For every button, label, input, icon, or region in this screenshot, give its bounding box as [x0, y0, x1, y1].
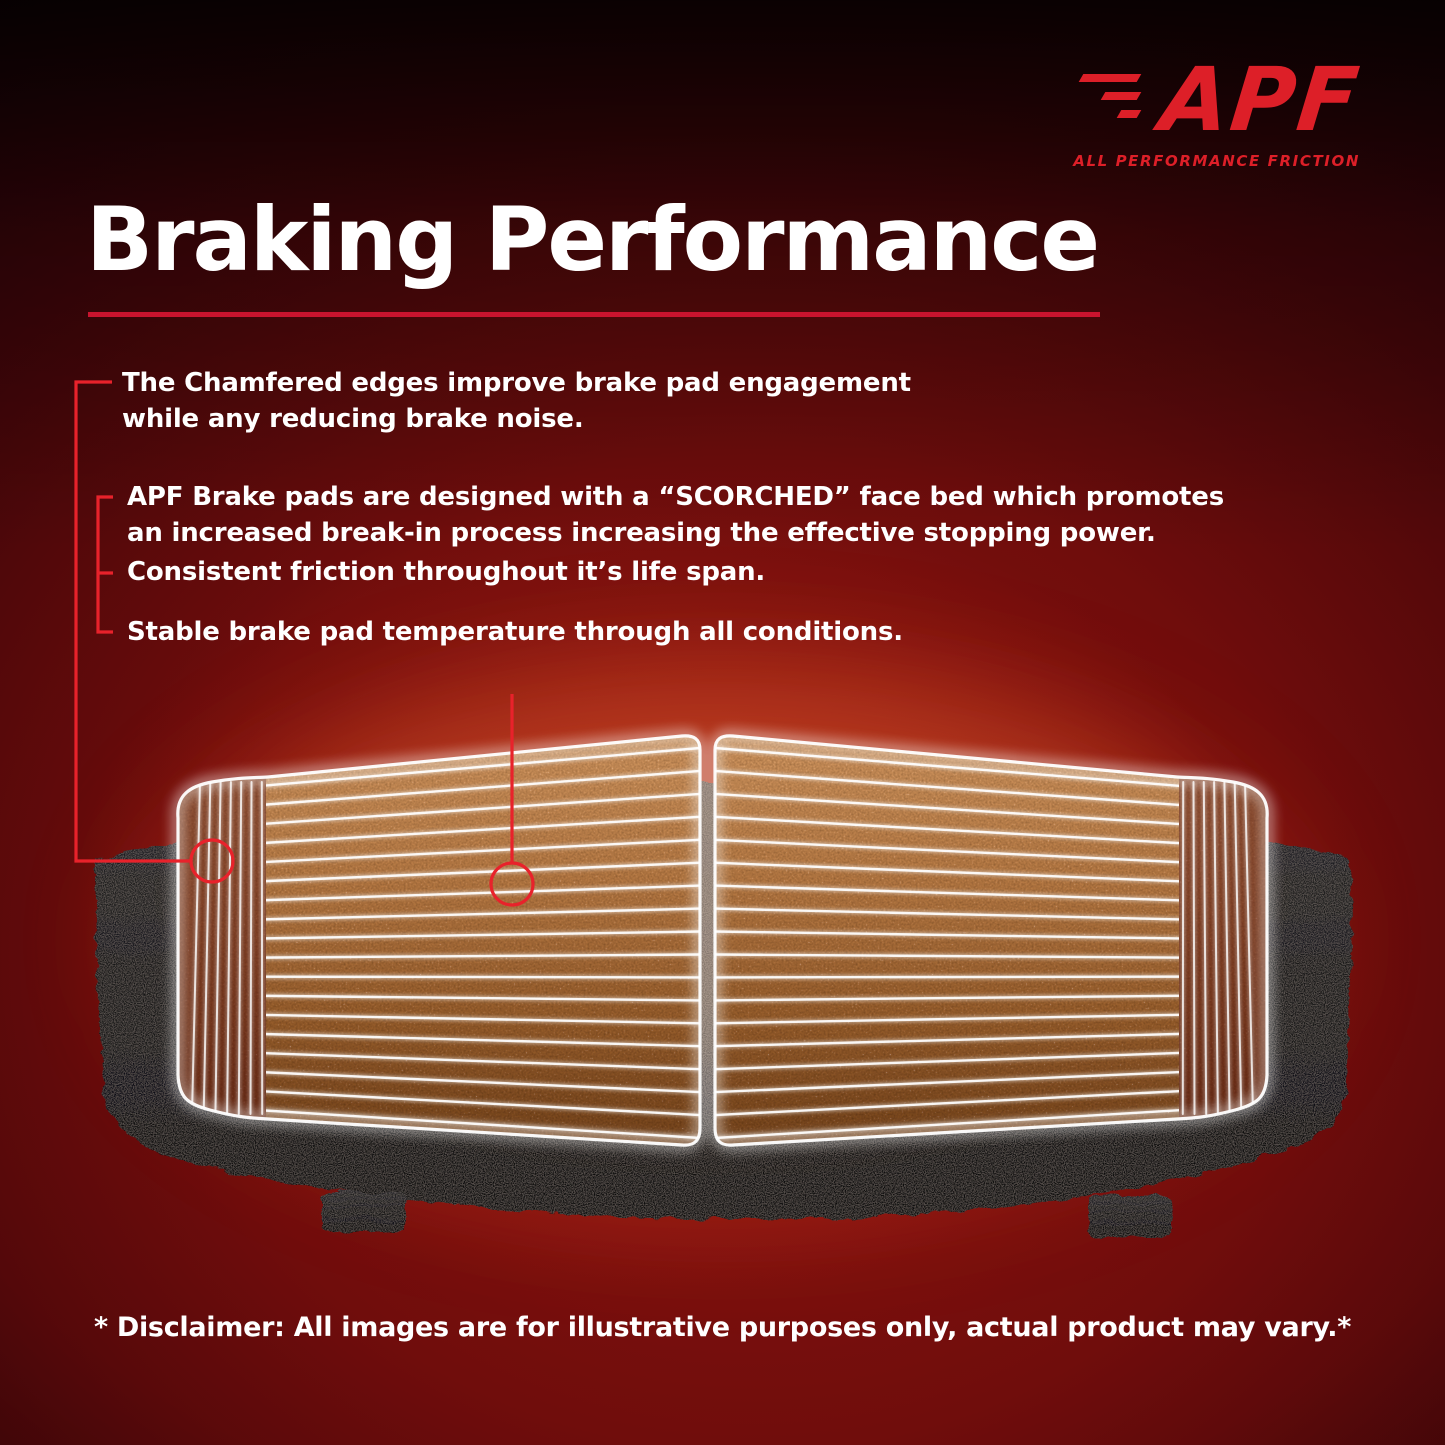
feature-stable-temperature: Stable brake pad temperature through all…: [127, 615, 903, 651]
feature-line: APF Brake pads are designed with a “SCOR…: [127, 482, 1224, 512]
feature-line: while any reducing brake noise.: [122, 403, 584, 434]
callout-line-chamfer: [74, 380, 191, 863]
chamfer-lines-right: [1181, 781, 1254, 1115]
feature-line: Stable brake pad temperature through all…: [127, 617, 903, 647]
chamfer-left: [177, 777, 266, 1119]
scorch-lines-left: [266, 746, 700, 1140]
callout-circle-scorched: [489, 861, 535, 907]
feature-line: Consistent friction throughout it’s life…: [127, 557, 766, 587]
feature-scorched-face: APF Brake pads are designed with a “SCOR…: [127, 480, 1224, 552]
feature-line: The Chamfered edges improve brake pad en…: [122, 368, 911, 398]
disclaimer-text: * Disclaimer: All images are for illustr…: [93, 1312, 1352, 1343]
logo-speed-lines-icon: [1078, 74, 1142, 118]
logo-tagline: ALL PERFORMANCE FRICTION: [1073, 151, 1360, 170]
heading-underline: [88, 312, 1100, 317]
feature-line: an increased break-in process increasing…: [127, 517, 1156, 548]
right-pad-outline: [713, 734, 1269, 1147]
scorch-lines-right: [715, 746, 1179, 1140]
callout-bracket-features: [96, 495, 113, 634]
left-pad-outline: [176, 734, 702, 1147]
chamfer-right: [1179, 777, 1268, 1119]
brake-pads: [176, 734, 1269, 1147]
chamfer-lines-left: [191, 781, 264, 1115]
apf-logo: APF ALL PERFORMANCE FRICTION: [1073, 48, 1365, 170]
callouts: [74, 380, 535, 907]
feature-consistent-friction: Consistent friction throughout it’s life…: [127, 555, 765, 591]
callout-circle-chamfer: [189, 838, 235, 884]
page-title: Braking Performance: [86, 188, 1100, 291]
logo-text: APF: [1155, 48, 1366, 151]
feature-chamfered-edges: The Chamfered edges improve brake pad en…: [122, 366, 911, 438]
